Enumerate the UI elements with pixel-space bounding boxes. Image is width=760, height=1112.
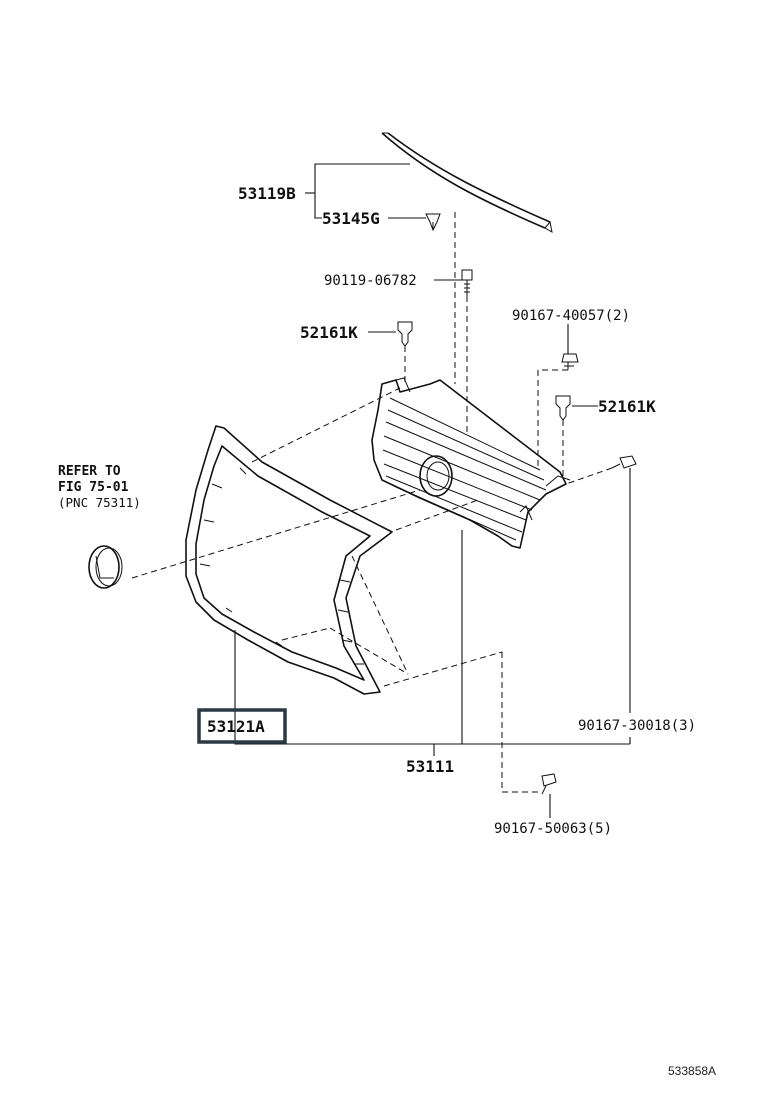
label-53111[interactable]: 53111 [406, 757, 454, 776]
part-labels: 53119B 53145G 90119-06782 52161K 90167-4… [58, 184, 716, 1078]
label-90167-40057[interactable]: 90167-40057(2) [512, 308, 630, 324]
illustration-code: 533858A [668, 1064, 716, 1078]
label-53119b[interactable]: 53119B [238, 184, 296, 203]
assembly-lines [131, 212, 613, 793]
emblem-reference[interactable] [88, 545, 123, 589]
screw-90167-40057[interactable] [561, 353, 579, 370]
reference-line-2: FIG 75-01 [58, 480, 129, 495]
reference-line-1: REFER TO [58, 464, 121, 479]
label-52161k-right[interactable]: 52161K [598, 397, 656, 416]
screw-90167-50063[interactable] [541, 773, 557, 795]
label-52161k-top[interactable]: 52161K [300, 323, 358, 342]
highlight-box [197, 708, 287, 744]
bolt-90119-06782[interactable] [461, 269, 473, 296]
screw-90167-30018[interactable] [611, 455, 637, 469]
clip-53145g[interactable] [425, 213, 441, 232]
reference-line-3: (PNC 75311) [58, 495, 141, 510]
clip-52161k-top[interactable] [397, 321, 413, 347]
label-90167-30018[interactable]: 90167-30018(3) [578, 718, 696, 734]
label-53121a[interactable]: 53121A [207, 717, 265, 736]
grille-frame-53121a[interactable] [185, 425, 393, 695]
radiator-grille[interactable] [371, 377, 571, 549]
molding-strip[interactable] [381, 132, 553, 233]
clip-52161k-right[interactable] [555, 395, 571, 421]
leader-lines [234, 163, 631, 818]
label-90167-50063[interactable]: 90167-50063(5) [494, 821, 612, 837]
label-53145g[interactable]: 53145G [322, 209, 380, 228]
label-90119-06782[interactable]: 90119-06782 [324, 273, 417, 289]
